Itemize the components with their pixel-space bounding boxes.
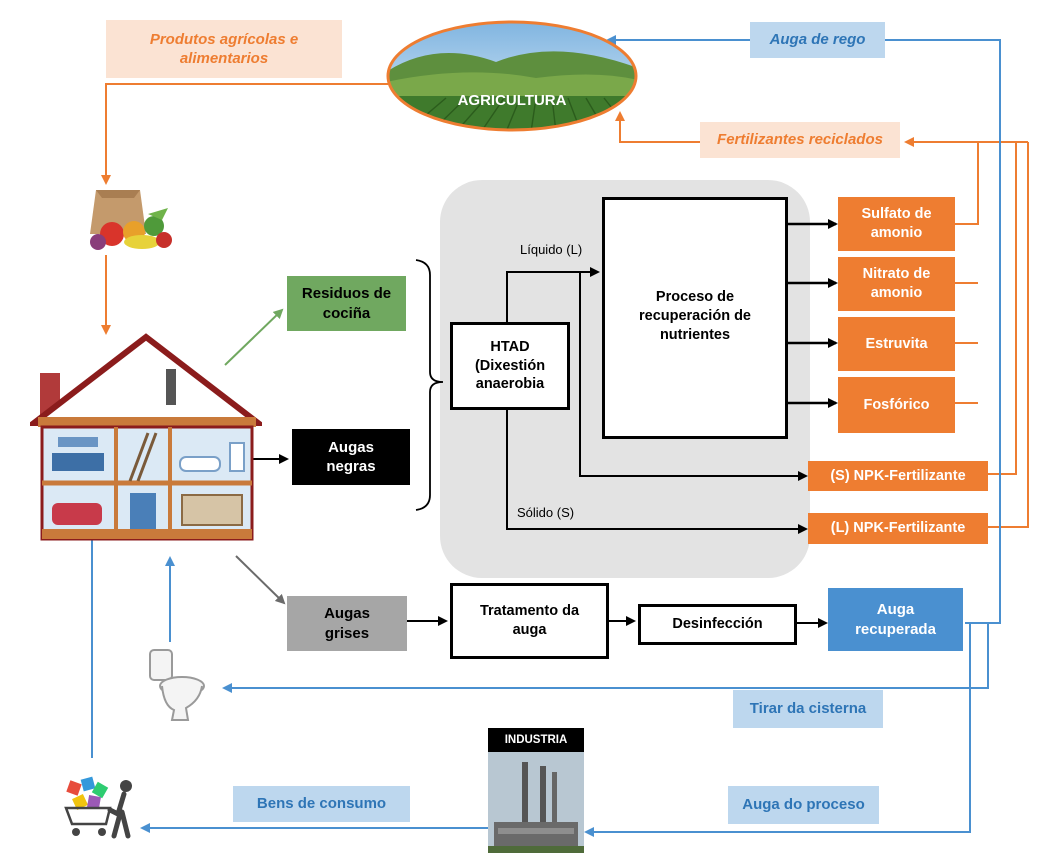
water-treatment-box: Tratamento da auga xyxy=(450,583,609,659)
npk-solid-box: (S) NPK-Fertilizante xyxy=(808,461,988,491)
industry-node: INDUSTRIA xyxy=(488,728,584,853)
flush-label: Tirar da cisterna xyxy=(733,690,883,728)
industry-label: INDUSTRIA xyxy=(488,728,584,752)
liquid-label: Líquido (L) xyxy=(520,242,583,257)
ammonium-nitrate-box: Nitrato de amonio xyxy=(838,257,955,311)
ammonium-sulfate-box: Sulfato de amonio xyxy=(838,197,955,251)
irrigation-water-label: Auga de rego xyxy=(750,22,885,58)
recycled-fertilizers-label: Fertilizantes reciclados xyxy=(700,122,900,158)
grey-water-box: Augas grises xyxy=(287,596,407,651)
solid-label: Sólido (S) xyxy=(517,505,575,520)
htad-box: HTAD (Dixestión anaerobia xyxy=(450,322,570,410)
agriculture-node: AGRICULTURA xyxy=(386,20,638,132)
struvite-box: Estruvita xyxy=(838,317,955,371)
disinfection-box: Desinfección xyxy=(638,604,797,645)
factory-icon xyxy=(488,752,584,853)
phosphoric-box: Fosfórico xyxy=(838,377,955,433)
nutrient-recovery-box: Proceso de recuperación de nutrientes xyxy=(602,197,788,439)
house-icon xyxy=(25,333,267,545)
kitchen-waste-box: Residuos de cociña xyxy=(287,276,406,331)
consumer-goods-label: Bens de consumo xyxy=(233,786,410,822)
npk-liquid-box: (L) NPK-Fertilizante xyxy=(808,513,988,544)
agriculture-landscape-icon xyxy=(386,20,638,132)
consumer-cart-icon xyxy=(62,772,142,842)
black-water-box: Augas negras xyxy=(292,429,410,485)
recovered-water-box: Auga recuperada xyxy=(828,588,963,651)
toilet-icon xyxy=(146,644,206,724)
process-water-label: Auga do proceso xyxy=(728,786,879,824)
agriculture-label: AGRICULTURA xyxy=(457,92,567,109)
food-bag-icon xyxy=(82,186,176,252)
products-label: Produtos agrícolas e alimentarios xyxy=(106,20,342,78)
